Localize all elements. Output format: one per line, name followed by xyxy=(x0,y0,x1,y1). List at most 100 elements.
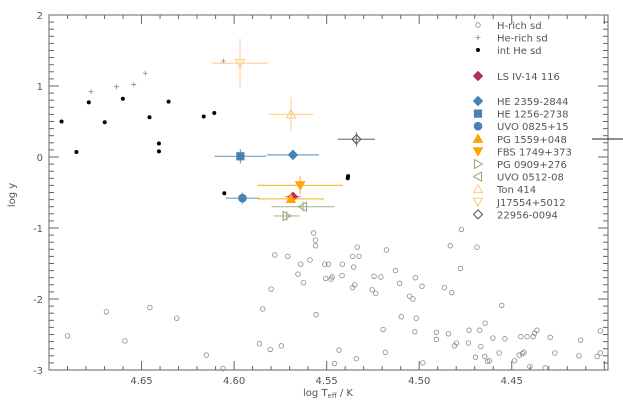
legend-entry: PG 0909+276 xyxy=(473,158,567,171)
data-marks xyxy=(59,38,604,372)
data-point xyxy=(474,244,480,250)
star-pg-0909-276 xyxy=(273,210,300,222)
data-point xyxy=(353,355,359,362)
data-point xyxy=(201,114,206,119)
data-point xyxy=(349,253,356,260)
data-point xyxy=(412,328,418,335)
data-point xyxy=(521,349,527,355)
legend-marker xyxy=(472,183,484,194)
legend-entry: HE 1256-2738 xyxy=(473,109,569,121)
legend-marker xyxy=(472,209,484,220)
data-point xyxy=(131,82,137,88)
data-point xyxy=(410,296,416,302)
data-point xyxy=(369,287,375,293)
data-point xyxy=(576,353,582,359)
x-tick-label: 4.55 xyxy=(316,376,338,387)
data-point xyxy=(310,230,317,236)
data-point xyxy=(59,119,64,124)
x-axis-label: log Teff / K xyxy=(303,388,353,400)
data-point xyxy=(457,265,464,272)
data-point xyxy=(345,176,350,181)
data-point xyxy=(449,289,455,296)
data-point xyxy=(174,315,180,321)
legend-label: HE 1256-2738 xyxy=(497,110,569,121)
data-point xyxy=(524,333,530,340)
series-int-he-sd xyxy=(59,96,351,196)
data-point xyxy=(122,338,128,344)
y-axis-label: log y xyxy=(7,183,18,207)
data-point xyxy=(282,210,293,222)
data-point xyxy=(447,243,453,249)
data-point xyxy=(371,273,377,279)
data-point xyxy=(433,329,440,336)
star-22956-0094 xyxy=(337,132,375,147)
data-point xyxy=(478,343,484,350)
data-point xyxy=(597,328,604,334)
legend-marker xyxy=(473,121,483,131)
data-point xyxy=(499,302,505,309)
data-point xyxy=(354,244,360,250)
data-point xyxy=(351,134,362,145)
star-he-2359-2844 xyxy=(267,149,319,161)
y-tick-label: -3 xyxy=(33,366,43,377)
data-point xyxy=(378,274,384,280)
data-point xyxy=(298,261,304,267)
data-point xyxy=(420,360,426,366)
data-point xyxy=(382,349,389,355)
data-point xyxy=(486,358,493,364)
data-point xyxy=(383,247,390,253)
x-axis-label-subscript: eff xyxy=(328,392,337,400)
data-point xyxy=(490,335,496,341)
x-axis-label-main: log T xyxy=(303,388,328,399)
data-point xyxy=(412,275,419,281)
data-point xyxy=(331,360,338,367)
legend-label: J17554+5012 xyxy=(496,198,566,209)
data-point xyxy=(502,336,508,342)
data-point xyxy=(453,340,460,346)
data-point xyxy=(313,311,319,318)
legend-label: HE 2359-2844 xyxy=(497,97,569,108)
y-tick-label: 2 xyxy=(37,11,43,22)
data-point xyxy=(120,96,125,101)
legend-entry: FBS 1749+373 xyxy=(472,147,572,158)
star-uvo-0512-08 xyxy=(271,201,335,213)
x-tick-label: 4.65 xyxy=(130,376,152,387)
data-point xyxy=(516,352,522,358)
legend-entry: J17554+5012 xyxy=(472,197,566,209)
data-point xyxy=(295,271,301,277)
legend-marker xyxy=(475,22,481,28)
data-point xyxy=(406,293,413,299)
x-tick-label: 4.45 xyxy=(501,376,523,387)
y-tick-label: 1 xyxy=(37,82,43,93)
data-point xyxy=(380,326,386,333)
legend-marker xyxy=(472,171,483,182)
data-point xyxy=(472,354,479,360)
data-point xyxy=(300,279,307,286)
legend-label: FBS 1749+373 xyxy=(497,147,572,158)
legend-label: PG 1559+048 xyxy=(497,135,567,146)
data-point xyxy=(268,286,274,292)
data-point xyxy=(433,336,440,343)
data-point xyxy=(272,252,278,258)
data-point xyxy=(294,181,306,191)
series-he-rich-sd xyxy=(88,58,226,95)
data-point xyxy=(102,120,107,125)
legend-label: Ton 414 xyxy=(496,185,536,196)
legend-entry: PG 1559+048 xyxy=(472,133,567,146)
data-point xyxy=(349,284,356,291)
data-point xyxy=(220,365,226,372)
data-point xyxy=(234,59,246,69)
legend-marker xyxy=(472,133,484,143)
data-point xyxy=(413,315,419,321)
legend-marker xyxy=(473,109,483,118)
data-point xyxy=(441,284,448,291)
legend-marker xyxy=(475,35,481,40)
legend-entry: He-rich sd xyxy=(475,34,548,45)
data-point xyxy=(287,149,299,161)
legend-entry: UVO 0825+15 xyxy=(473,121,569,133)
legend-entry: Ton 414 xyxy=(472,183,536,196)
data-point xyxy=(392,267,399,274)
data-point xyxy=(465,340,472,346)
data-point xyxy=(350,264,357,270)
data-point xyxy=(323,275,329,282)
